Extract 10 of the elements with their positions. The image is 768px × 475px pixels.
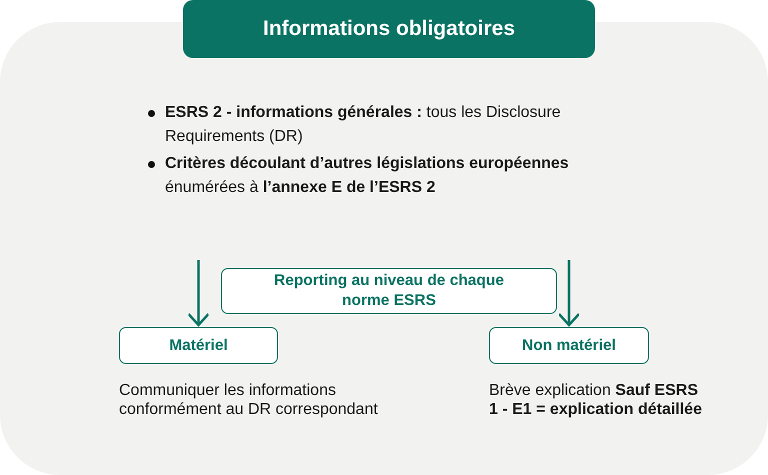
arrow [187, 260, 210, 326]
note-text: Communiquer les informations conformément au DR correspondant [119, 381, 379, 419]
process-box: Non matériel [489, 327, 649, 364]
process-box: Reporting au niveau de chaque norme ESRS [221, 268, 557, 314]
heading-banner: Informations obligatoires [183, 0, 595, 58]
note-text: Brève explication Sauf ESRS 1 - E1 = explication détaillée [489, 381, 703, 419]
arrow [558, 260, 580, 326]
process-box: Matériel [119, 327, 278, 364]
bullet-text: ESRS 2 - informations générales : tous les Disclosure Requirements (DR) [165, 103, 562, 147]
bullet-text: Critères découlant d’autres législations européennes énumérées à l’annexe E de l’ESRS 2 [165, 154, 570, 198]
